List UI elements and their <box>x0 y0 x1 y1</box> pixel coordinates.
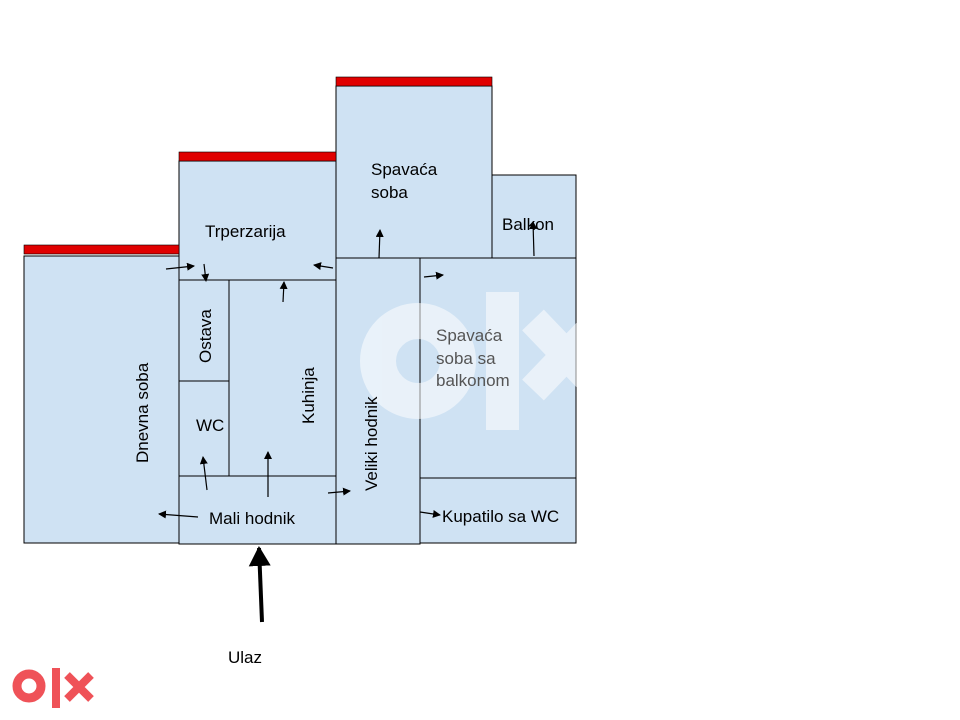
olx-logo-icon <box>12 668 94 708</box>
room-living-room <box>23 255 180 544</box>
label-kitchen: Kuhinja <box>299 367 318 424</box>
window-bar-dining <box>178 151 337 162</box>
window-bar-bedroom <box>335 76 493 87</box>
label-balcony: Balkon <box>502 215 554 234</box>
label-bathroom: Kupatilo sa WC <box>442 507 559 526</box>
door-arrow-hall-to-bathroom <box>419 510 441 518</box>
door-arrow-hall-to-living <box>158 510 199 519</box>
label-bedroom-line2: soba <box>371 183 408 202</box>
label-small-hallway: Mali hodnik <box>209 509 295 528</box>
door-arrow-hall-to-bedroom <box>375 229 384 259</box>
door-arrow-dining-to-living <box>165 262 195 271</box>
door-arrow-dining-to-storage <box>201 263 210 282</box>
room-kitchen <box>228 279 337 477</box>
label-bedroom-balcony-line3: balkonom <box>436 371 510 390</box>
door-arrow-small-to-big-hallway <box>327 487 351 496</box>
room-small-hallway <box>178 475 337 545</box>
door-arrow-kitchen-to-dining <box>279 281 288 303</box>
label-big-hallway: Veliki hodnik <box>362 396 381 491</box>
door-arrow-hall-to-wc <box>199 456 208 491</box>
room-dining <box>178 160 337 281</box>
olx-watermark-icon <box>360 292 611 430</box>
label-living-room: Dnevna soba <box>133 362 152 463</box>
door-arrow-dining-to-hall <box>313 262 334 271</box>
door-arrow-hall-to-bedroom-balcony <box>423 271 444 280</box>
window-bar-living <box>23 244 180 255</box>
room-bathroom <box>419 477 577 544</box>
entrance-arrow <box>248 546 271 623</box>
label-bedroom-line1: Spavaća <box>371 160 438 179</box>
label-entrance: Ulaz <box>228 648 262 667</box>
label-dining: Trperzarija <box>205 222 286 241</box>
door-arrow-balcony <box>529 221 538 257</box>
label-bedroom-balcony-line1: Spavaća <box>436 326 503 345</box>
label-bedroom-balcony-line2: soba sa <box>436 349 496 368</box>
room-bedroom <box>335 85 493 259</box>
label-wc: WC <box>196 416 224 435</box>
label-storage: Ostava <box>196 309 215 363</box>
